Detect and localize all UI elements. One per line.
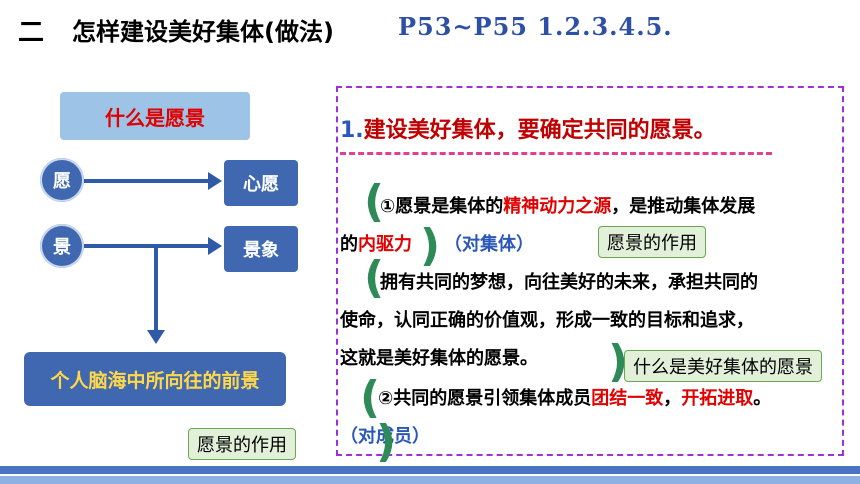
- highlight-text: 内驱力: [358, 234, 412, 255]
- content-panel: [336, 86, 844, 456]
- heading-number: 1.: [340, 118, 364, 143]
- arrow-line-1: [84, 179, 210, 183]
- page-reference: P53~P55 1.2.3.4.5.: [398, 12, 673, 41]
- xinyuan-box: 心愿: [224, 160, 298, 206]
- text: 的: [340, 234, 358, 255]
- para-line-4: 使命，认同正确的价值观，形成一致的目标和追求，: [340, 310, 754, 331]
- arrow-right-icon: [208, 237, 222, 255]
- arrow-right-icon: [208, 172, 222, 190]
- footer-bar-light: [0, 476, 860, 484]
- bracket-close-2: ): [608, 336, 629, 387]
- para-line-3: 拥有共同的梦想，向往美好的未来，承担共同的: [380, 272, 758, 293]
- tag-vision-role: 愿景的作用: [598, 226, 706, 258]
- text: 。: [753, 388, 772, 409]
- bracket-close-1: ): [420, 220, 441, 271]
- arrow-line-down: [154, 246, 158, 332]
- tag-what-is-vision: 什么是美好集体的愿景: [624, 350, 822, 382]
- bracket-close-3: ): [376, 416, 397, 467]
- highlight-text: 团结一致: [591, 388, 664, 409]
- text: ②共同的愿景引领集体成员: [378, 388, 592, 409]
- text: ，: [663, 388, 682, 409]
- circle-yuan: 愿: [40, 158, 84, 202]
- bracket-open-1: (: [364, 176, 385, 227]
- text: ，是推动集体发展: [611, 196, 756, 217]
- page-title: 怎样建设美好集体(做法): [72, 18, 334, 46]
- section-heading: 1.建设美好集体，要确定共同的愿景。: [340, 112, 716, 144]
- para-line-1: ①愿景是集体的精神动力之源，是推动集体发展: [380, 192, 755, 218]
- heading-text: 建设美好集体，要确定共同的愿景。: [363, 118, 716, 143]
- highlight-text: 精神动力之源: [503, 196, 612, 217]
- tag-vision-role-2: 愿景的作用: [188, 428, 296, 460]
- bracket-open-3: (: [360, 372, 381, 423]
- jingxiang-box: 景象: [224, 226, 298, 272]
- section-number: 二: [18, 18, 45, 48]
- text: ①愿景是集体的: [380, 196, 504, 217]
- para-line-5: 这就是美好集体的愿景。: [340, 348, 538, 369]
- circle-jing: 景: [40, 224, 84, 268]
- bracket-open-2: (: [364, 252, 385, 303]
- para-line-2: 的内驱力: [340, 230, 412, 256]
- target-note-collective: （对集体）: [444, 234, 534, 255]
- target-note-members: （对成员）: [340, 426, 430, 447]
- para-line-6: ②共同的愿景引领集体成员团结一致，开拓进取。: [378, 384, 771, 410]
- arrow-line-2: [84, 244, 210, 248]
- heading-underline: [340, 144, 772, 155]
- arrow-down-icon: [147, 330, 165, 344]
- personal-vision-box: 个人脑海中所向往的前景: [24, 352, 286, 406]
- what-is-vision-box: 什么是愿景: [60, 92, 250, 140]
- footer-bar: [0, 466, 860, 474]
- highlight-text: 开拓进取: [681, 388, 754, 409]
